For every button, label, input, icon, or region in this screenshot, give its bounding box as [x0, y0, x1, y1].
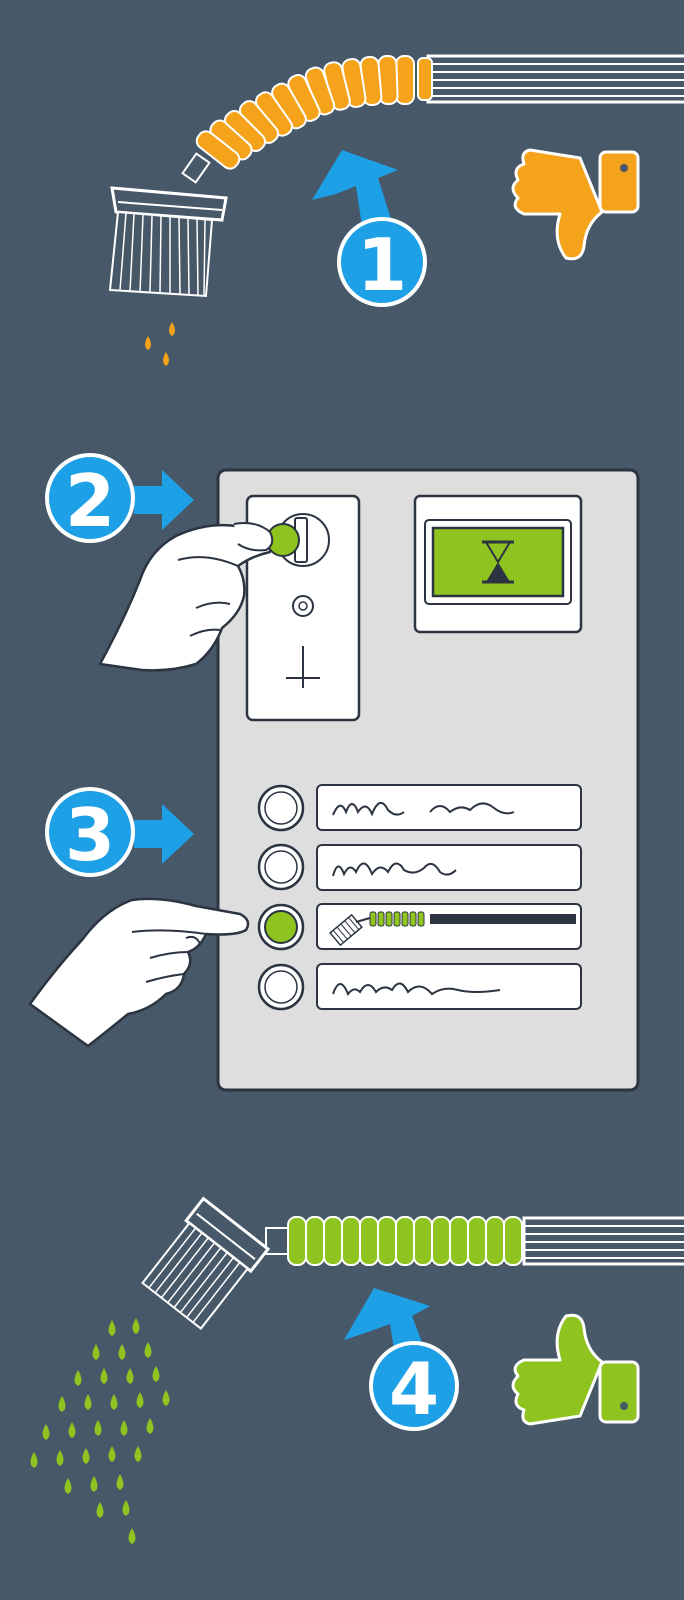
thumbs-down-icon	[511, 148, 640, 261]
program-label-scribble	[316, 963, 582, 1010]
flexible-hose-orange	[195, 54, 415, 170]
step-1-badge: 1	[337, 217, 427, 307]
hand-inserting-coin	[98, 522, 300, 672]
step-2-number: 2	[65, 459, 115, 543]
step-2-badge: 2	[45, 453, 135, 543]
drops-orange	[145, 322, 175, 366]
hourglass-icon	[482, 540, 514, 584]
flexible-hose-green	[265, 1216, 523, 1266]
program-labels	[316, 784, 582, 1010]
program-button-selected[interactable]	[257, 903, 305, 951]
brush-bottom	[141, 1196, 271, 1330]
drops-green	[30, 1318, 170, 1544]
program-button[interactable]	[257, 784, 305, 832]
arrow-right-2	[134, 470, 194, 530]
hose-bottom	[522, 1216, 684, 1266]
hose-top	[417, 54, 684, 104]
thumbs-up-icon	[511, 1313, 640, 1426]
step-3-number: 3	[65, 793, 115, 877]
step-1-number: 1	[357, 223, 407, 307]
program-label-scribble	[316, 844, 582, 891]
step-4-badge: 4	[369, 1341, 459, 1431]
program-button[interactable]	[257, 843, 305, 891]
step-4-number: 4	[389, 1347, 439, 1431]
program-buttons	[257, 784, 305, 1011]
program-label-brush	[316, 903, 582, 950]
arrow-up-1	[312, 150, 398, 226]
display-unit	[413, 494, 583, 634]
coin-return-lever	[286, 646, 320, 688]
brush-top	[108, 152, 228, 298]
program-button[interactable]	[257, 963, 305, 1011]
hand-pressing-button	[28, 897, 250, 1048]
arrow-right-3	[134, 804, 194, 864]
step-3-badge: 3	[45, 787, 135, 877]
program-label-scribble	[316, 784, 582, 831]
